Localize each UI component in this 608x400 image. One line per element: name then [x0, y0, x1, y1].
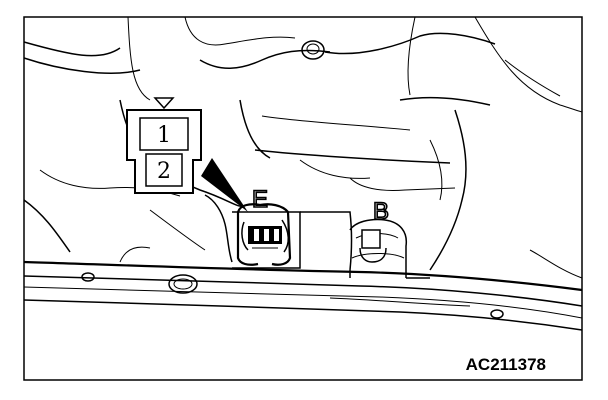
component-e [236, 203, 292, 266]
connector-orientation-triangle-icon [153, 97, 175, 110]
underbody-line-art [23, 16, 583, 331]
pin-1-cell [139, 117, 189, 151]
figure-frame [23, 16, 583, 381]
pointer-arrow-icon [201, 158, 248, 212]
component-b [359, 229, 387, 263]
pin-1-label: 1 [157, 123, 171, 148]
pin-2-cell [145, 153, 183, 187]
pin-2-label: 2 [157, 159, 171, 184]
figure-id: AC211378 [466, 355, 546, 374]
connector-pinout: 1 2 [126, 97, 202, 194]
part-label-b: B [373, 198, 389, 225]
part-label-e: E [252, 186, 268, 213]
